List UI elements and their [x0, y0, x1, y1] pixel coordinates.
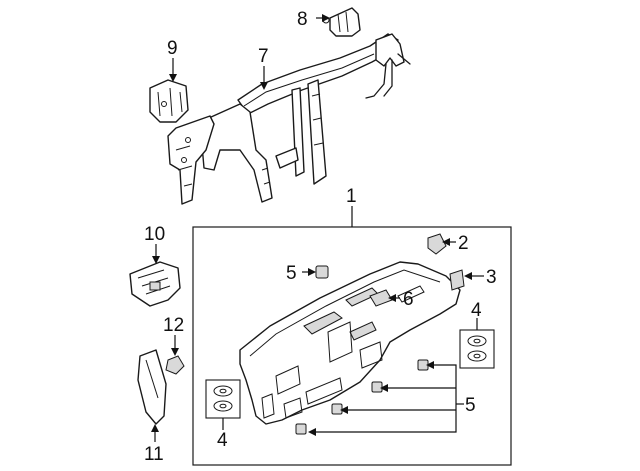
retaining-clip [165, 355, 185, 375]
part-4-pads-right [459, 329, 495, 369]
side-cover [137, 349, 167, 425]
callout-6: 6 [403, 289, 414, 310]
upper-bracket [322, 7, 361, 37]
instrument-panel [239, 261, 461, 425]
callout-8: 8 [297, 9, 308, 30]
callout-3: 3 [486, 267, 497, 288]
callout-2: 2 [458, 233, 469, 254]
part-5-clips [295, 265, 429, 435]
side-bracket [149, 79, 189, 123]
callout-7: 7 [258, 46, 269, 67]
callout-4-right: 4 [471, 300, 482, 321]
callout-1: 1 [346, 186, 357, 207]
callout-12: 12 [163, 315, 184, 336]
leader-lines [151, 14, 484, 442]
callout-labels: 1 2 3 4 4 5 5 6 7 8 9 10 11 12 [144, 9, 497, 465]
callout-10: 10 [144, 224, 165, 245]
callout-9: 9 [167, 38, 178, 59]
callout-5-bottom: 5 [465, 395, 476, 416]
callout-11: 11 [144, 444, 164, 465]
part-2-clip [427, 233, 447, 255]
callout-4-left: 4 [217, 430, 228, 451]
part-3-clip [449, 269, 465, 291]
cross-car-beam [167, 33, 411, 205]
part-4-pads-left [205, 379, 241, 419]
control-module [129, 261, 181, 307]
callout-5-top: 5 [286, 263, 297, 284]
